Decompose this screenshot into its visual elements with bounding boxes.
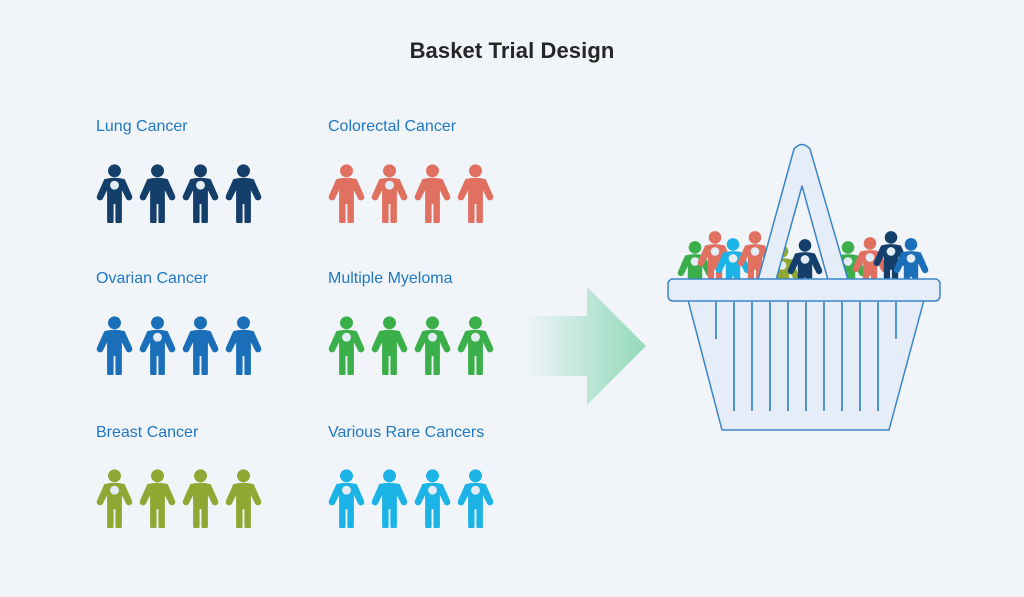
biomarker-dot bbox=[153, 332, 162, 342]
person-icon bbox=[328, 164, 365, 223]
person-icon bbox=[457, 164, 494, 223]
basket-patient-figure bbox=[873, 231, 909, 281]
biomarker-dot bbox=[906, 254, 916, 263]
patient-figure bbox=[414, 469, 451, 528]
person-icon bbox=[328, 316, 365, 375]
basket-contents bbox=[677, 231, 929, 281]
patient-figure bbox=[414, 316, 451, 375]
patient-figure bbox=[371, 164, 408, 223]
biomarker-dot bbox=[110, 485, 119, 495]
patient-figure bbox=[182, 316, 219, 375]
biomarker-dot bbox=[342, 485, 351, 495]
person-icon bbox=[225, 469, 262, 528]
patient-figure bbox=[457, 316, 494, 375]
patient-figure bbox=[96, 164, 133, 223]
basket-patient-figure bbox=[852, 237, 888, 281]
patient-figure bbox=[457, 469, 494, 528]
patient-figure bbox=[371, 469, 408, 528]
person-icon bbox=[371, 316, 408, 375]
person-icon bbox=[182, 469, 219, 528]
patient-figure bbox=[139, 164, 176, 223]
person-icon bbox=[371, 469, 408, 528]
person-icon bbox=[139, 469, 176, 528]
right-arrow-icon bbox=[523, 287, 646, 405]
person-icon bbox=[457, 316, 494, 375]
person-icon bbox=[371, 164, 408, 223]
person-icon bbox=[182, 316, 219, 375]
patient-figure bbox=[96, 469, 133, 528]
patient-figure bbox=[139, 469, 176, 528]
patient-figure bbox=[414, 164, 451, 223]
biomarker-dot bbox=[800, 255, 810, 264]
basket-patient-figure bbox=[697, 231, 733, 281]
group-label-ovarian-cancer: Ovarian Cancer bbox=[96, 270, 209, 287]
basket-slats bbox=[715, 302, 897, 411]
person-icon bbox=[96, 469, 133, 528]
person-icon bbox=[225, 164, 262, 223]
person-icon bbox=[328, 469, 365, 528]
patient-figure bbox=[182, 164, 219, 223]
group-label-lung-cancer: Lung Cancer bbox=[96, 118, 188, 135]
person-icon bbox=[414, 316, 451, 375]
patient-figure bbox=[182, 469, 219, 528]
biomarker-dot bbox=[471, 332, 480, 342]
biomarker-dot bbox=[750, 247, 760, 256]
patient-figure bbox=[328, 164, 365, 223]
patient-figure bbox=[225, 469, 262, 528]
basket-patient-figure bbox=[893, 238, 929, 281]
patient-figure bbox=[139, 316, 176, 375]
group-label-multiple-myeloma: Multiple Myeloma bbox=[328, 270, 453, 287]
biomarker-dot bbox=[886, 247, 896, 256]
person-icon bbox=[139, 164, 176, 223]
biomarker-dot bbox=[690, 257, 700, 266]
basket-handle bbox=[757, 143, 849, 281]
patient-groups bbox=[96, 164, 494, 528]
biomarker-dot bbox=[843, 257, 853, 266]
basket-patient-figure bbox=[787, 239, 823, 281]
biomarker-dot bbox=[710, 247, 720, 256]
basket-rim bbox=[667, 278, 941, 302]
patient-figure bbox=[328, 316, 365, 375]
biomarker-dot bbox=[865, 253, 875, 262]
person-icon bbox=[457, 469, 494, 528]
person-icon bbox=[96, 316, 133, 375]
diagram-title: Basket Trial Design bbox=[409, 38, 615, 63]
person-icon bbox=[182, 164, 219, 223]
basket-patient-figure bbox=[715, 238, 751, 281]
person-icon bbox=[96, 164, 133, 223]
group-label-breast-cancer: Breast Cancer bbox=[96, 424, 199, 441]
basket-icon bbox=[667, 143, 941, 431]
basket-patient-figure bbox=[830, 241, 866, 281]
basket-patient-figure bbox=[677, 241, 713, 281]
biomarker-dot bbox=[428, 332, 437, 342]
patient-figure bbox=[457, 164, 494, 223]
person-icon bbox=[225, 316, 262, 375]
biomarker-dot bbox=[728, 254, 738, 263]
group-label-colorectal-cancer: Colorectal Cancer bbox=[328, 118, 457, 135]
patient-figure bbox=[371, 316, 408, 375]
biomarker-dot bbox=[385, 180, 394, 190]
patient-figure bbox=[225, 316, 262, 375]
biomarker-dot bbox=[110, 180, 119, 190]
biomarker-dot bbox=[342, 332, 351, 342]
biomarker-dot bbox=[196, 180, 205, 190]
patient-figure bbox=[96, 316, 133, 375]
person-icon bbox=[139, 316, 176, 375]
patient-figure bbox=[225, 164, 262, 223]
patient-figure bbox=[328, 469, 365, 528]
person-icon bbox=[414, 164, 451, 223]
group-label-various-rare-cancers: Various Rare Cancers bbox=[328, 424, 485, 441]
biomarker-dot bbox=[471, 485, 480, 495]
basket-patient-figure bbox=[737, 231, 773, 281]
biomarker-dot bbox=[428, 485, 437, 495]
person-icon bbox=[414, 469, 451, 528]
